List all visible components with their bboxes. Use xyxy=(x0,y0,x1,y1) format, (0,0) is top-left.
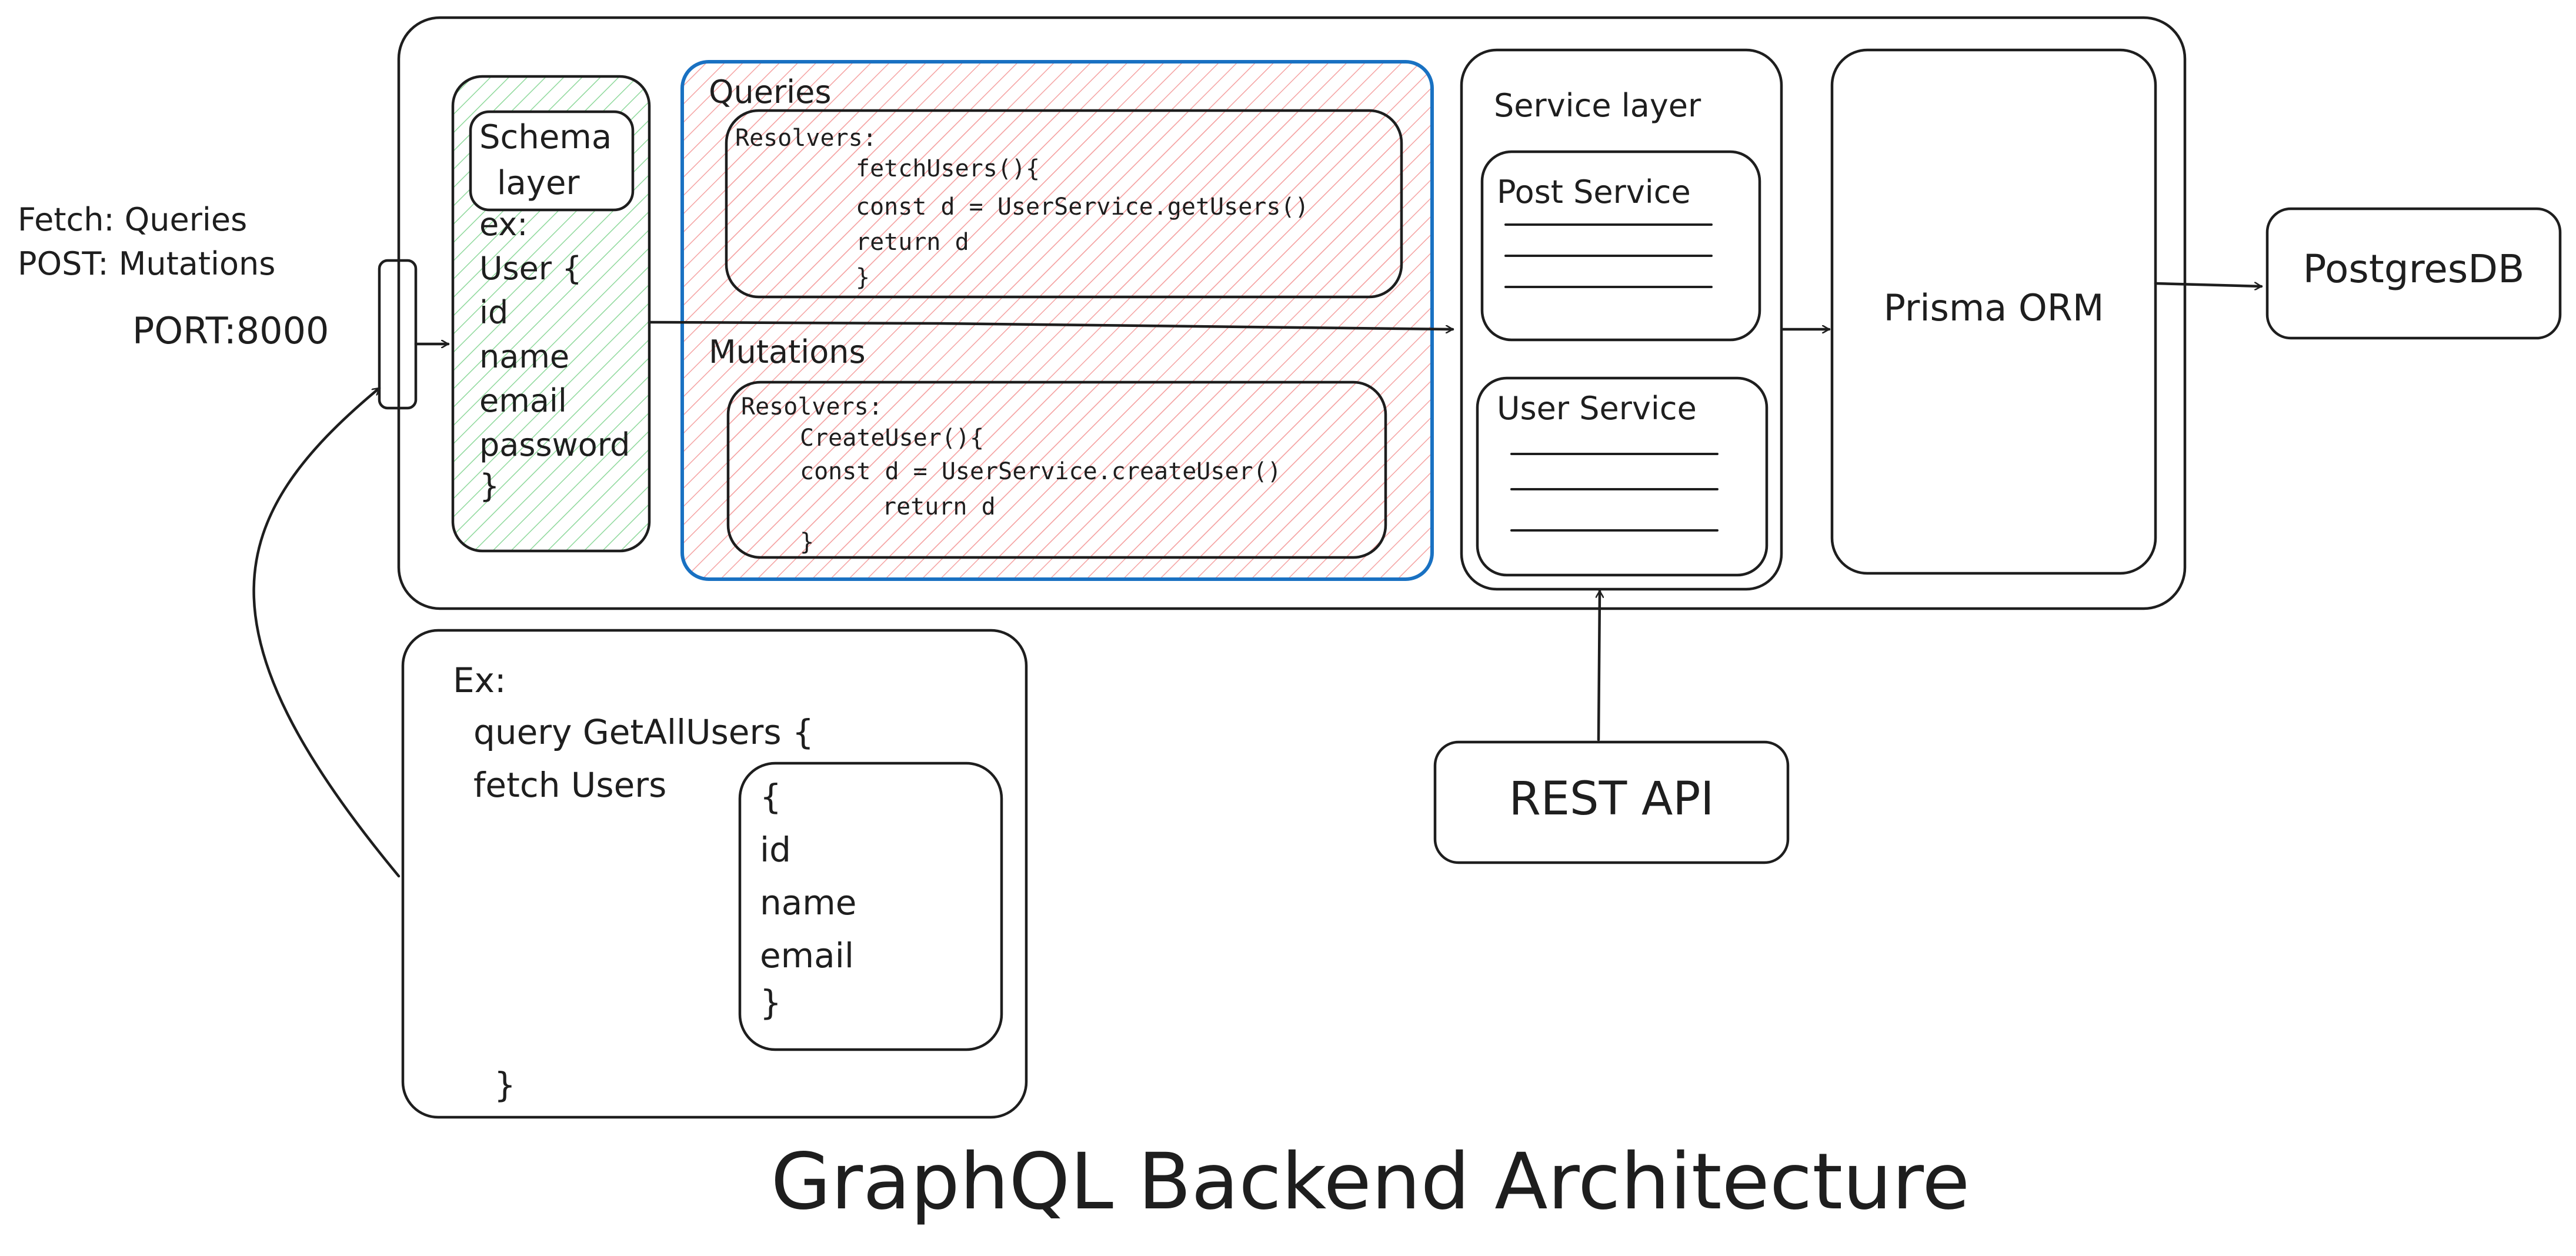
service-layer-title: Service layer xyxy=(1494,87,1701,124)
prisma-to-postgres-arrow xyxy=(2154,283,2263,286)
schema-field-type: User { xyxy=(479,250,582,287)
schema-field-id: id xyxy=(479,294,508,331)
rest-api-box xyxy=(1433,740,1790,864)
schema-field-name: name xyxy=(479,338,569,375)
example-field-id: id xyxy=(760,830,791,870)
schema-field-close: } xyxy=(479,467,499,505)
schema-layer-label-box xyxy=(469,110,635,212)
example-fields-box xyxy=(738,761,1003,1051)
example-fields-close: } xyxy=(760,983,782,1023)
prisma-orm-label: Prisma ORM xyxy=(1884,286,2104,329)
rest-api-label: REST API xyxy=(1509,773,1714,826)
example-label: Ex: xyxy=(453,660,506,700)
service-layer-box xyxy=(1460,48,1783,591)
diagram-title: GraphQL Backend Architecture xyxy=(771,1137,1970,1227)
port-label: PORT:8000 xyxy=(132,309,329,352)
post-service-box xyxy=(1480,150,1761,342)
example-fetch-line: fetch Users xyxy=(473,765,666,805)
example-query-close: } xyxy=(494,1065,516,1105)
schema-field-ex: ex: xyxy=(479,206,528,243)
queries-resolvers-label: Resolvers: xyxy=(735,125,877,152)
example-query-line: query GetAllUsers { xyxy=(473,712,814,752)
prisma-orm-box xyxy=(1830,48,2157,575)
example-to-port-arrow xyxy=(252,386,401,878)
schema-to-service-arrow xyxy=(648,320,1454,329)
schema-field-password: password xyxy=(479,426,630,463)
postgres-db-box xyxy=(2265,207,2562,340)
example-field-name: name xyxy=(760,883,856,923)
queries-fn-close: } xyxy=(856,264,870,291)
example-field-email: email xyxy=(760,936,854,976)
post-service-label: Post Service xyxy=(1497,173,1691,211)
schema-label-line2: layer xyxy=(497,164,580,202)
mutations-resolver-box xyxy=(726,380,1387,559)
queries-fn-body: const d = UserService.getUsers() xyxy=(856,193,1309,221)
entry-port xyxy=(378,259,418,410)
mutations-resolvers-label: Resolvers: xyxy=(741,393,883,420)
server-container xyxy=(397,16,2187,610)
queries-fn-return: return d xyxy=(856,229,969,256)
mutations-fn-body: const d = UserService.createUser() xyxy=(800,458,1282,485)
mutations-fn-signature: CreateUser(){ xyxy=(800,425,984,452)
client-fetch-label: Fetch: Queries xyxy=(18,201,247,238)
mutations-fn-close: } xyxy=(800,529,814,556)
schema-fields: ex: User { id name email password } xyxy=(479,206,630,505)
example-query-box xyxy=(401,629,1028,1119)
mutations-fn-return: return d xyxy=(882,493,996,520)
schema-label-line1: Schema xyxy=(479,118,612,156)
queries-resolver-box xyxy=(725,109,1403,299)
user-service-box xyxy=(1476,376,1769,577)
queries-title: Queries xyxy=(709,74,832,111)
mutations-title: Mutations xyxy=(709,333,866,370)
user-service-label: User Service xyxy=(1497,390,1697,427)
client-post-label: POST: Mutations xyxy=(18,245,275,282)
postgres-db-label: PostgresDB xyxy=(2303,246,2525,292)
queries-fn-signature: fetchUsers(){ xyxy=(856,155,1040,182)
example-fields-open: { xyxy=(760,777,782,817)
rest-to-service-arrow xyxy=(1599,589,1600,741)
schema-field-email: email xyxy=(479,382,567,419)
